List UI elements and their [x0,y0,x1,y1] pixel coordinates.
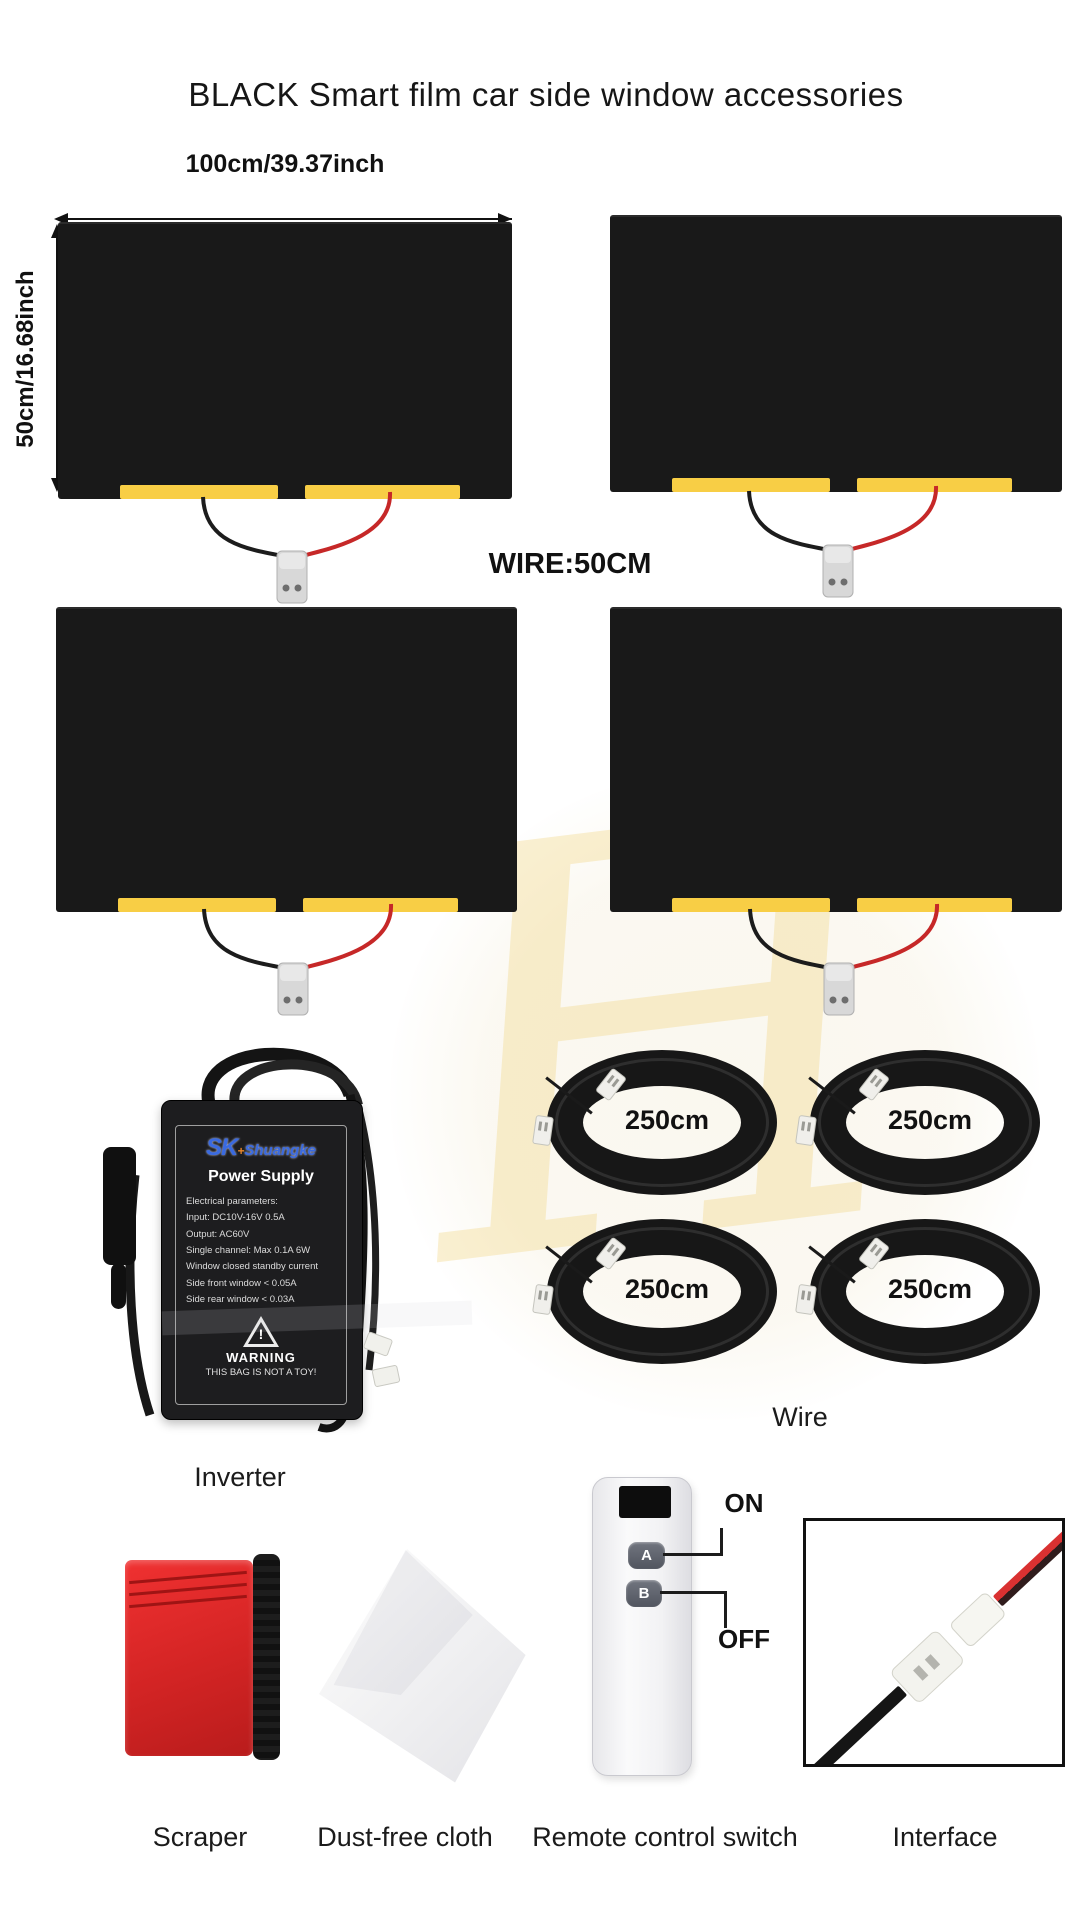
black-wire [806,1685,907,1764]
width-dimension-line [58,218,512,220]
callout-line [660,1591,727,1594]
coil-length-label: 250cm [887,1105,973,1135]
interface-caption: Interface [892,1822,998,1852]
callout-line [720,1528,723,1556]
film-panel-front-right [610,215,1062,492]
remote-button-b: B [626,1580,662,1607]
contact-strip [672,478,830,492]
red-black-wire [992,1521,1062,1607]
product-name: Power Supply [208,1168,314,1185]
electrical-specs: Electrical parameters: Input: DC10V-16V … [186,1196,319,1305]
page-title: BLACK Smart film car side window accesso… [188,76,904,113]
remote-control: A B [592,1477,692,1776]
wire-length-label: WIRE:50CM [488,548,652,580]
width-dimension-label: 100cm/39.37inch [185,150,385,178]
brand-logo: SK+Shuangke [205,1134,317,1161]
wire-group-2 [747,485,939,598]
callout-line [663,1553,722,1556]
remote-indicator-window [619,1486,671,1518]
height-dimension-line [56,228,58,486]
film-panel-front-left [58,222,512,499]
film-panel-rear-right [610,607,1062,912]
dc-plug [103,1147,136,1265]
coil-length-label: 250cm [887,1274,973,1304]
wire-group-1 [201,491,393,604]
interface-wire-assembly [806,1521,1062,1764]
contact-strip [857,478,1012,492]
wire-group-4 [748,903,940,1016]
contact-strip [303,898,458,912]
power-supply-box: SK+Shuangke Power Supply Electrical para… [161,1100,473,1420]
contact-strip [305,485,460,499]
warning-subtext: THIS BAG IS NOT A TOY! [205,1367,317,1379]
cloth-caption: Dust-free cloth [317,1822,493,1852]
cloth-photo [300,1540,540,1790]
wire-group-3 [202,903,394,1016]
callout-line [724,1591,727,1628]
wire-caption: Wire [772,1402,828,1432]
dc-plug-tip [111,1263,126,1309]
warning-text: WARNING [226,1350,296,1366]
contact-strip [672,898,830,912]
inverter-caption: Inverter [194,1462,286,1492]
contact-strip [857,898,1012,912]
contact-strip [120,485,278,499]
inverter-photo: SK+Shuangke Power Supply Electrical para… [95,1035,473,1455]
coil-length-label: 250cm [624,1105,710,1135]
warning-triangle-icon: ! [243,1316,279,1348]
scraper-caption: Scraper [152,1822,248,1852]
interface-photo [803,1518,1065,1767]
scraper-felt-edge [253,1554,280,1760]
off-label: OFF [718,1624,770,1654]
on-label: ON [724,1488,764,1518]
coil-length-label: 250cm [624,1274,710,1304]
contact-strip [118,898,276,912]
scraper-photo [125,1550,280,1765]
power-supply-label: SK+Shuangke Power Supply Electrical para… [175,1125,347,1405]
scraper-body [125,1560,253,1756]
film-panel-rear-left [56,607,517,912]
remote-button-a: A [628,1542,665,1569]
remote-caption: Remote control switch [532,1822,798,1852]
